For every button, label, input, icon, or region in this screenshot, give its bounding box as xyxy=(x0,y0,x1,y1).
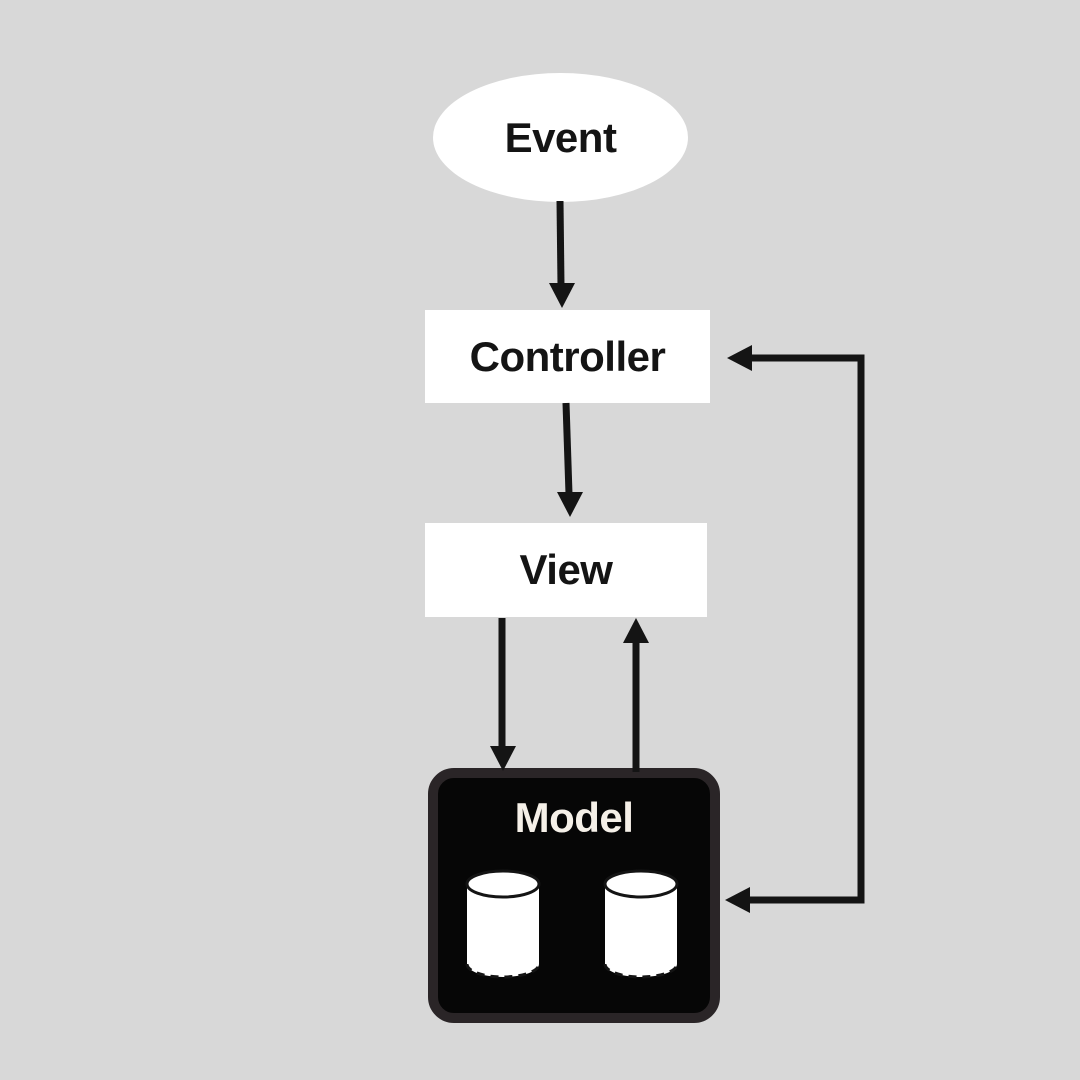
arrow-controller-to-view xyxy=(557,402,583,517)
arrow-model-to-view xyxy=(623,618,649,772)
node-event: Event xyxy=(433,73,688,202)
node-view: View xyxy=(425,523,707,617)
arrow-event-to-controller xyxy=(549,200,575,308)
node-model: Model xyxy=(428,768,720,1023)
node-view-label: View xyxy=(519,546,613,593)
node-controller-label: Controller xyxy=(469,332,666,380)
node-event-label: Event xyxy=(504,113,617,161)
node-controller: Controller xyxy=(425,310,710,403)
arrow-elbow-model-controller xyxy=(725,345,865,913)
node-model-label: Model xyxy=(514,794,634,841)
arrow-view-to-model xyxy=(490,618,516,771)
